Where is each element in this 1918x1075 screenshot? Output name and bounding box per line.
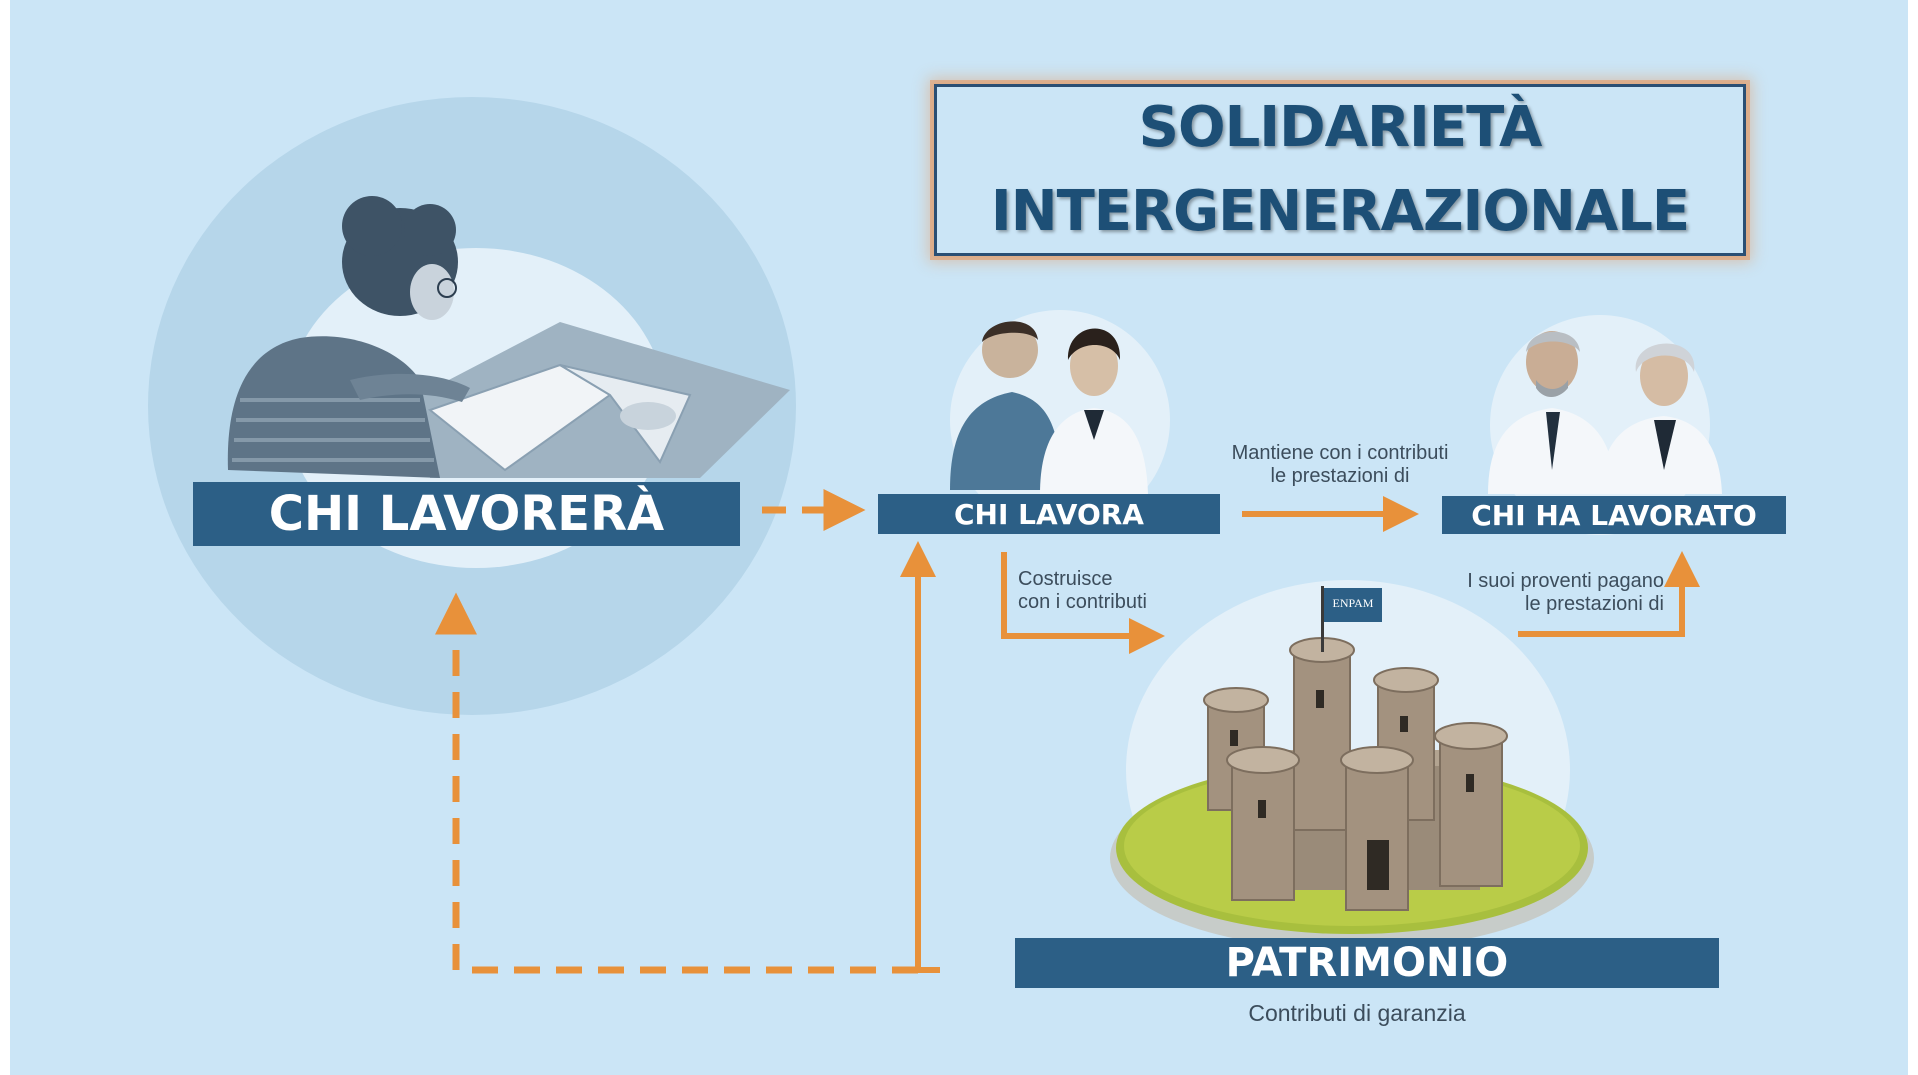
caption-costruisce-line-2: con i contributi xyxy=(1018,591,1147,613)
arrow-patrimonio-to-retired xyxy=(1518,551,1700,637)
caption-costruisce-line-1: Costruisce xyxy=(1018,568,1113,590)
caption-mantiene-line-2: le prestazioni di xyxy=(1270,465,1410,487)
arrow-worker-to-patrimonio xyxy=(1001,552,1165,654)
caption-proventi-line-1: I suoi proventi pagano xyxy=(1467,570,1664,592)
flag-label: ENPAM xyxy=(1332,596,1374,610)
caption-contributi-garanzia: Contributi di garanzia xyxy=(1248,1000,1466,1026)
node-chi-lavora: CHI LAVORA xyxy=(878,494,1220,534)
caption-proventi: I suoi proventi pagano le prestazioni di xyxy=(1438,570,1664,616)
title-line-1: SOLIDARIETÀ xyxy=(1138,95,1543,160)
caption-proventi-line-2: le prestazioni di xyxy=(1525,593,1664,615)
arrow-patrimonio-to-future xyxy=(435,592,918,974)
caption-mantiene-line-1: Mantiene con i contributi xyxy=(1231,442,1449,464)
node-chi-lavorera: CHI LAVORERÀ xyxy=(193,482,740,546)
caption-costruisce: Costruisce con i contributi xyxy=(1018,568,1147,614)
title-line-2: INTERGENERAZIONALE xyxy=(990,179,1690,244)
arrow-patrimonio-to-worker xyxy=(900,541,940,973)
node-patrimonio: PATRIMONIO xyxy=(1015,938,1719,988)
caption-mantiene: Mantiene con i contributi le prestazioni… xyxy=(1222,442,1458,488)
node-chi-ha-lavorato: CHI HA LAVORATO xyxy=(1442,496,1786,534)
title-box: SOLIDARIETÀ INTERGENERAZIONALE xyxy=(934,84,1746,256)
